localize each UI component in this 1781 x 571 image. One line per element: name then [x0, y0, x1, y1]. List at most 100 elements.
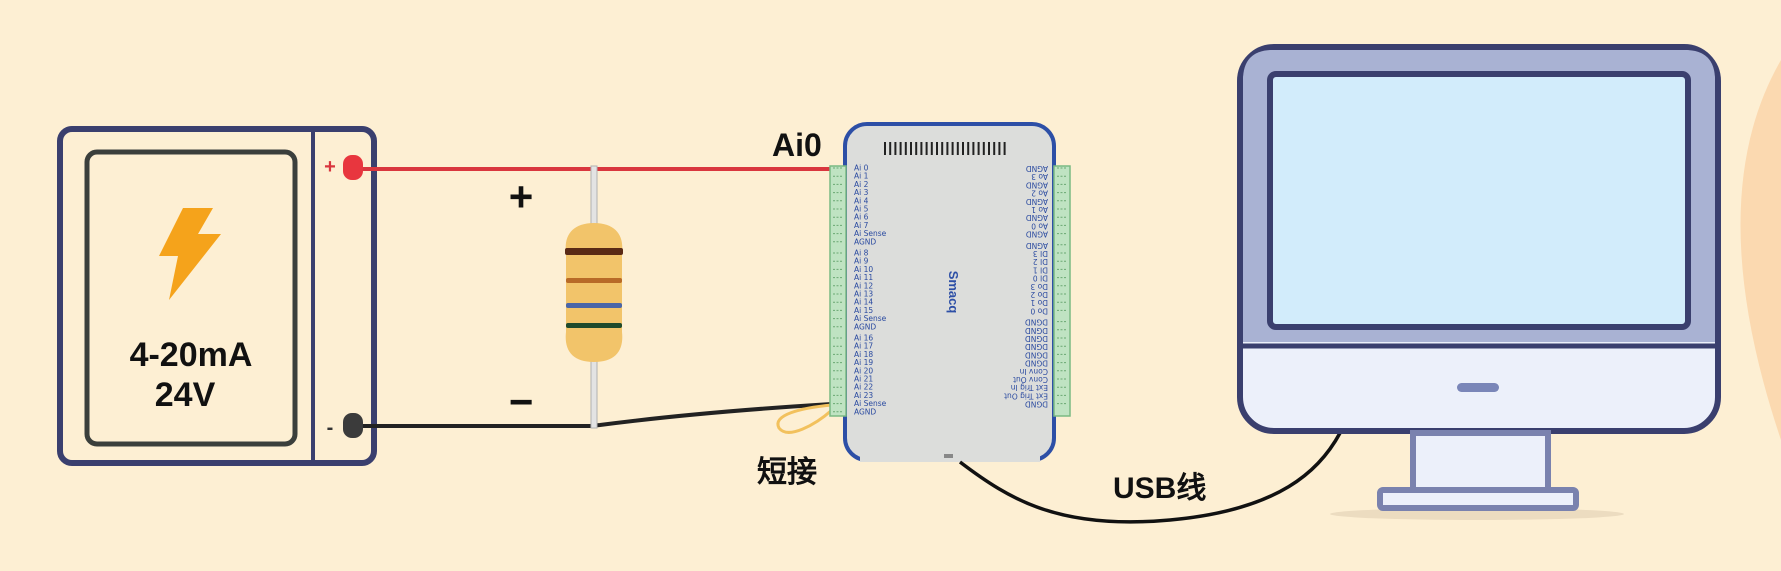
- vent-slot: [930, 142, 933, 155]
- lightning-bolt-icon: [159, 208, 221, 300]
- pin-label: DI 3: [1033, 249, 1048, 258]
- vent-slot: [936, 142, 938, 155]
- pin-label: Ai 17: [854, 342, 873, 351]
- pin-label: Do 0: [1030, 306, 1048, 315]
- pin-label: Ai 8: [854, 249, 869, 258]
- usb-cable-label: USB线: [1113, 472, 1206, 505]
- pin-label: Ext Trig Out: [1004, 391, 1048, 400]
- vent-slot: [884, 142, 886, 155]
- pin-label: Ai 22: [854, 383, 873, 392]
- pin-label: Ai 2: [854, 180, 869, 189]
- left-pin-labels: Ai 0Ai 1Ai 2Ai 3Ai 4Ai 5Ai 6Ai 7Ai Sense…: [833, 164, 887, 416]
- daq-brand: Smacq: [946, 271, 961, 314]
- pin-label: AGND: [1026, 213, 1048, 222]
- pin-label: Ai Sense: [854, 229, 887, 238]
- vent-grille: [884, 142, 1006, 155]
- vent-slot: [889, 142, 892, 155]
- monitor-neck: [1410, 430, 1551, 496]
- vent-slot: [972, 142, 975, 155]
- pin-label: Ai 6: [854, 213, 869, 222]
- power-source: 4-20mA 24V + -: [57, 126, 377, 466]
- vent-slot: [910, 142, 912, 155]
- pin-label: Ai 1: [854, 172, 869, 181]
- vent-slot: [982, 142, 985, 155]
- vent-slot: [998, 142, 1001, 155]
- monitor-base: [1377, 487, 1579, 511]
- pin-label: Do 1: [1030, 298, 1048, 307]
- pin-label: DGND: [1025, 326, 1048, 335]
- pin-label: Ai 23: [854, 391, 873, 400]
- vent-slot: [904, 142, 907, 155]
- pin-label: Ai 0: [854, 164, 869, 173]
- pin-label: DGND: [1025, 318, 1048, 327]
- vent-slot: [967, 142, 970, 155]
- computer-monitor: [1237, 44, 1721, 520]
- pin-label: Ai Sense: [854, 314, 887, 323]
- resistor-plus-label: +: [509, 173, 534, 220]
- vent-slot: [915, 142, 918, 155]
- resistor: + −: [509, 165, 623, 429]
- source-current-label: 4-20mA: [130, 336, 253, 374]
- pin-label: Ai 14: [854, 298, 873, 307]
- vent-slot: [956, 142, 959, 155]
- pin-label: Ao 1: [1031, 205, 1048, 214]
- pin-label: Ai 15: [854, 306, 873, 315]
- pin-label: AGND: [854, 322, 876, 331]
- pin-label: Ext Trig In: [1010, 383, 1048, 392]
- pin-label: DI 2: [1033, 257, 1048, 266]
- black-wire: [363, 402, 833, 428]
- pin-label: AGND: [854, 237, 876, 246]
- pin-label: AGND: [1026, 180, 1048, 189]
- vent-slot: [988, 142, 990, 155]
- short-label: 短接: [757, 456, 817, 489]
- pin-label: Do 2: [1030, 290, 1048, 299]
- pin-label: Ai 20: [854, 366, 873, 375]
- source-voltage-label: 24V: [155, 376, 216, 414]
- pin-label: Ai 5: [854, 205, 869, 214]
- vent-slot: [946, 142, 949, 155]
- pin-label: Ai Sense: [854, 399, 887, 408]
- pin-label: DGND: [1025, 334, 1048, 343]
- pin-label: Ai 4: [854, 196, 869, 205]
- positive-terminal: [343, 155, 363, 180]
- pin-label: AGND: [1026, 241, 1048, 250]
- vent-slot: [951, 142, 954, 155]
- pin-label: Ai 21: [854, 375, 873, 384]
- vent-slot: [962, 142, 964, 155]
- pin-label: DGND: [1025, 350, 1048, 359]
- pin-label: Ai 19: [854, 358, 873, 367]
- pin-label: Do 3: [1030, 282, 1048, 291]
- pin-label: Ao 0: [1031, 221, 1048, 230]
- vent-slot: [920, 142, 923, 155]
- pin-label: Conv Out: [1013, 375, 1048, 384]
- pin-label: Ai 11: [854, 273, 873, 282]
- pin-label: DGND: [1025, 359, 1048, 368]
- monitor-power-indicator: [1457, 383, 1499, 392]
- pin-label: AGND: [854, 407, 876, 416]
- pin-label: Ai 16: [854, 334, 873, 343]
- pin-label: DI 0: [1033, 274, 1048, 283]
- pin-label: Conv In: [1019, 367, 1048, 376]
- pin-label: Ai 9: [854, 257, 869, 266]
- daq-device: Ai 0Ai 1Ai 2Ai 3Ai 4Ai 5Ai 6Ai 7Ai Sense…: [829, 122, 1071, 462]
- source-minus-label: -: [327, 417, 334, 439]
- left-terminal-strip: [829, 165, 847, 417]
- pin-label: AGND: [1026, 230, 1048, 239]
- pin-label: Ai 13: [854, 290, 873, 299]
- pin-label: Ai 18: [854, 350, 873, 359]
- monitor-screen: [1267, 71, 1691, 330]
- pin-label: Ai 7: [854, 221, 869, 230]
- pin-label: DGND: [1025, 400, 1048, 409]
- ai0-label: Ai0: [772, 127, 822, 163]
- negative-terminal: [343, 413, 363, 438]
- vent-slot: [977, 142, 980, 155]
- pin-label: Ao 2: [1031, 189, 1048, 198]
- usb-port: [944, 454, 953, 458]
- vent-slot: [941, 142, 944, 155]
- pin-label: Ao 3: [1031, 172, 1048, 181]
- vent-slot: [899, 142, 902, 155]
- decor-arc: [1740, 60, 1781, 440]
- vent-slot: [925, 142, 928, 155]
